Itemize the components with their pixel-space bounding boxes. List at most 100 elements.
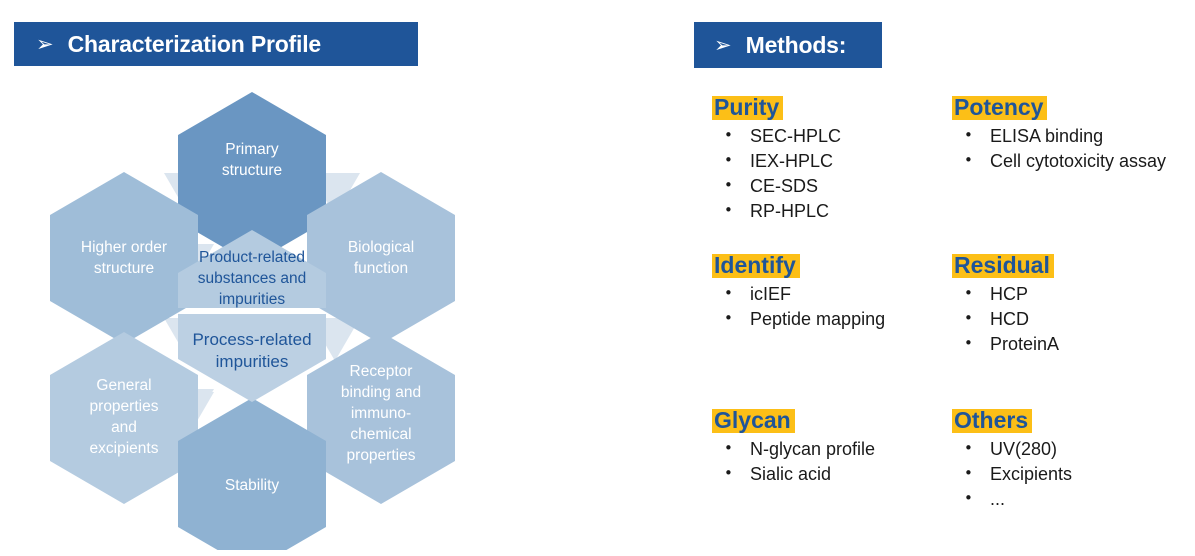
method-item-label: Cell cytotoxicity assay <box>990 151 1167 172</box>
svg-text:structure: structure <box>94 260 154 277</box>
list-item: •RP-HPLC <box>724 200 940 224</box>
method-heading-identify: Identify <box>712 253 800 279</box>
bullet-icon: • <box>964 126 973 145</box>
characterization-profile-title-bar: ➢ Characterization Profile <box>14 22 418 66</box>
bullet-icon: • <box>964 151 973 170</box>
hexagon-general-properties: General properties and excipients <box>50 332 198 504</box>
list-item: • ELISA binding <box>964 125 1185 149</box>
list-item: • Sialic acid <box>724 463 940 487</box>
svg-text:Primary: Primary <box>225 141 279 158</box>
bullet-icon: • <box>964 284 973 303</box>
bullet-icon: • <box>964 488 973 507</box>
method-heading-residual: Residual <box>952 253 1054 279</box>
method-item-label: Sialic acid <box>750 464 832 485</box>
svg-text:Biological: Biological <box>348 239 414 256</box>
svg-text:impurities: impurities <box>219 291 286 308</box>
list-item: • Peptide mapping <box>724 308 940 332</box>
method-item-label: UV(280) <box>990 439 1058 460</box>
list-item: •... <box>964 488 1185 512</box>
method-item-label: IEX-HPLC <box>750 151 834 172</box>
svg-text:Receptor: Receptor <box>350 363 413 380</box>
svg-text:properties: properties <box>347 447 416 464</box>
svg-text:immuno-: immuno- <box>351 405 411 422</box>
method-list-potency: • ELISA binding • Cell cytotoxicity assay <box>940 125 1185 174</box>
characterization-hexagon-diagram: Primary structure Higher order structure… <box>18 80 478 550</box>
method-item-label: icIEF <box>750 284 792 305</box>
method-group-identify: Identify • icIEF • Peptide mapping <box>700 253 940 409</box>
svg-text:Higher order: Higher order <box>81 239 167 256</box>
method-heading-potency: Potency <box>952 95 1048 121</box>
method-item-label: SEC-HPLC <box>750 126 842 147</box>
arrow-right-icon: ➢ <box>714 32 732 57</box>
list-item: • HCP <box>964 283 1185 307</box>
svg-text:binding and: binding and <box>341 384 421 401</box>
hexagon-higher-order-structure: Higher order structure <box>50 172 198 344</box>
method-item-label: N-glycan profile <box>750 439 876 460</box>
svg-text:impurities: impurities <box>216 352 289 371</box>
method-item-label: ... <box>990 488 1006 509</box>
bullet-icon: • <box>964 464 973 483</box>
method-item-label: RP-HPLC <box>750 200 830 221</box>
bullet-icon: • <box>724 126 733 145</box>
bullet-icon: • <box>964 439 973 458</box>
bullet-icon: • <box>724 464 733 483</box>
svg-text:Stability: Stability <box>225 477 280 494</box>
hexagon-primary-structure: Primary structure <box>178 92 326 264</box>
hexagon-biological-function: Biological function <box>307 172 455 344</box>
method-group-glycan: Glycan • N-glycan profile • Sialic acid <box>700 408 940 546</box>
list-item: • Cell cytotoxicity assay <box>964 150 1185 174</box>
list-item: • SEC-HPLC <box>724 125 940 149</box>
svg-text:Process-related: Process-related <box>192 330 311 349</box>
list-item: • UV(280) <box>964 438 1185 462</box>
method-list-others: • UV(280) • Excipients •... <box>940 438 1185 511</box>
hexagon-center-product-related: Product-related substances and impuritie… <box>178 230 326 308</box>
list-item: • ProteinA <box>964 333 1185 357</box>
svg-text:Product-related: Product-related <box>199 249 305 266</box>
svg-text:function: function <box>354 260 408 277</box>
characterization-profile-title: Characterization Profile <box>67 30 322 57</box>
methods-grid: Purity •SEC-HPLC •IEX-HPLC •CE-SDS •RP-H… <box>700 95 1185 546</box>
bullet-icon: • <box>724 175 733 194</box>
list-item: • icIEF <box>724 283 940 307</box>
method-item-label: Excipients <box>990 464 1073 485</box>
method-item-label: ELISA binding <box>990 126 1104 147</box>
list-item: • Excipients <box>964 463 1185 487</box>
method-list-identify: • icIEF • Peptide mapping <box>700 283 940 332</box>
svg-text:chemical: chemical <box>350 426 411 443</box>
methods-title: Methods: <box>745 31 847 58</box>
arrow-right-icon: ➢ <box>36 31 54 56</box>
method-group-others: Others •UV(280) •Excipients •... <box>940 408 1185 546</box>
list-item: • CE-SDS <box>724 175 940 199</box>
hexagon-center-process-related: Process-related impurities <box>178 314 326 402</box>
svg-text:properties: properties <box>90 398 159 415</box>
method-item-label: HCP <box>990 284 1029 305</box>
bullet-icon: • <box>724 284 733 303</box>
method-item-label: Peptide mapping <box>750 309 886 330</box>
methods-title-bar: ➢ Methods: <box>694 22 882 68</box>
svg-text:excipients: excipients <box>90 440 159 457</box>
svg-text:General: General <box>96 377 151 394</box>
method-heading-purity: Purity <box>712 95 784 121</box>
method-group-purity: Purity • SEC-HPLC • IEX-HPLC • CE-SDS •RP-H… <box>700 95 940 254</box>
method-list-residual: • HCP • HCD • ProteinA <box>940 283 1185 356</box>
bullet-icon: • <box>724 151 733 170</box>
method-list-purity: • SEC-HPLC • IEX-HPLC • CE-SDS •RP-HPLC <box>700 125 940 223</box>
method-group-potency: Potency • ELISA binding • Cell cytotoxicit… <box>940 95 1185 254</box>
bullet-icon: • <box>724 309 733 328</box>
list-item: • N-glycan profile <box>724 438 940 462</box>
list-item: • IEX-HPLC <box>724 150 940 174</box>
method-group-residual: Residual • HCP • HCD • ProteinA <box>940 253 1185 409</box>
hexagon-receptor-binding: Receptor binding and immuno- chemical pr… <box>307 332 455 504</box>
svg-text:structure: structure <box>222 162 282 179</box>
method-heading-glycan: Glycan <box>712 408 795 434</box>
method-item-label: ProteinA <box>990 333 1060 354</box>
bullet-icon: • <box>964 309 973 328</box>
method-list-glycan: • N-glycan profile • Sialic acid <box>700 438 940 487</box>
method-item-label: CE-SDS <box>750 175 819 196</box>
hexagon-stability: Stability <box>178 398 326 550</box>
svg-text:and: and <box>111 419 137 436</box>
bullet-icon: • <box>724 439 733 458</box>
svg-text:substances and: substances and <box>198 270 307 287</box>
bullet-icon: • <box>964 333 973 352</box>
method-item-label: HCD <box>990 309 1029 330</box>
